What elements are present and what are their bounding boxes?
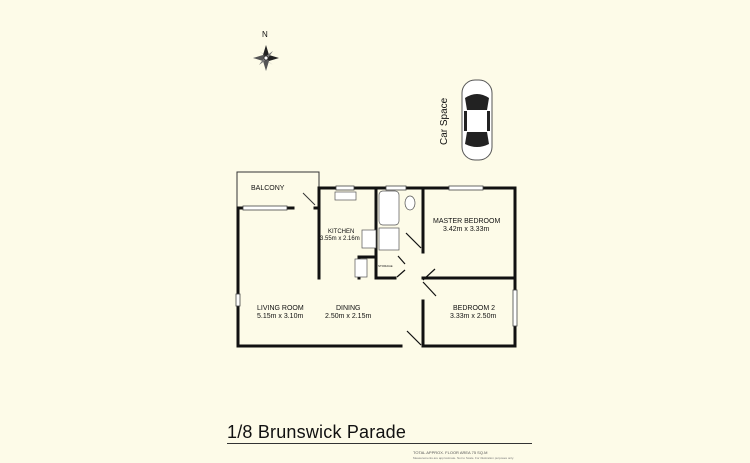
- windows: [235, 185, 518, 327]
- car-space-label: Car Space: [439, 97, 450, 145]
- sink-icon: [334, 191, 357, 201]
- doors: [396, 232, 437, 346]
- toilet-icon: [404, 195, 416, 211]
- bedroom-2-label: BEDROOM 2: [453, 305, 495, 312]
- living-room-label: LIVING ROOM: [257, 305, 304, 312]
- laundry-icon: [354, 258, 368, 278]
- balcony-walls: [236, 171, 320, 207]
- compass-north-label: N: [262, 30, 268, 39]
- walls: [236, 186, 517, 348]
- title-underline: [227, 443, 532, 444]
- dining-label: DINING: [336, 305, 361, 312]
- vanity-icon: [378, 227, 400, 251]
- disclaimer-text: Measurements are approximate. Not to Sca…: [413, 456, 514, 460]
- fixtures: [334, 190, 416, 278]
- property-title: 1/8 Brunswick Parade: [227, 422, 407, 442]
- storage-label: STORAGE: [378, 264, 393, 268]
- living-room-dims: 5.15m x 3.10m: [257, 313, 303, 320]
- kitchen-dims: 3.55m x 2.16m: [320, 236, 360, 242]
- stove-icon: [361, 229, 377, 249]
- dining-dims: 2.50m x 2.15m: [325, 313, 371, 320]
- balcony-label: BALCONY: [251, 185, 285, 192]
- bathtub-icon: [378, 190, 400, 226]
- car-icon: [461, 79, 493, 161]
- master-bedroom-dims: 3.42m x 3.33m: [443, 226, 489, 233]
- bedroom-2-dims: 3.33m x 2.50m: [450, 313, 496, 320]
- master-bedroom-label: MASTER BEDROOM: [433, 218, 500, 225]
- kitchen-label: KITCHEN: [328, 229, 354, 235]
- compass-icon: [253, 45, 279, 71]
- floor-area-text: TOTAL APPROX. FLOOR AREA 75 SQ.M: [413, 450, 488, 455]
